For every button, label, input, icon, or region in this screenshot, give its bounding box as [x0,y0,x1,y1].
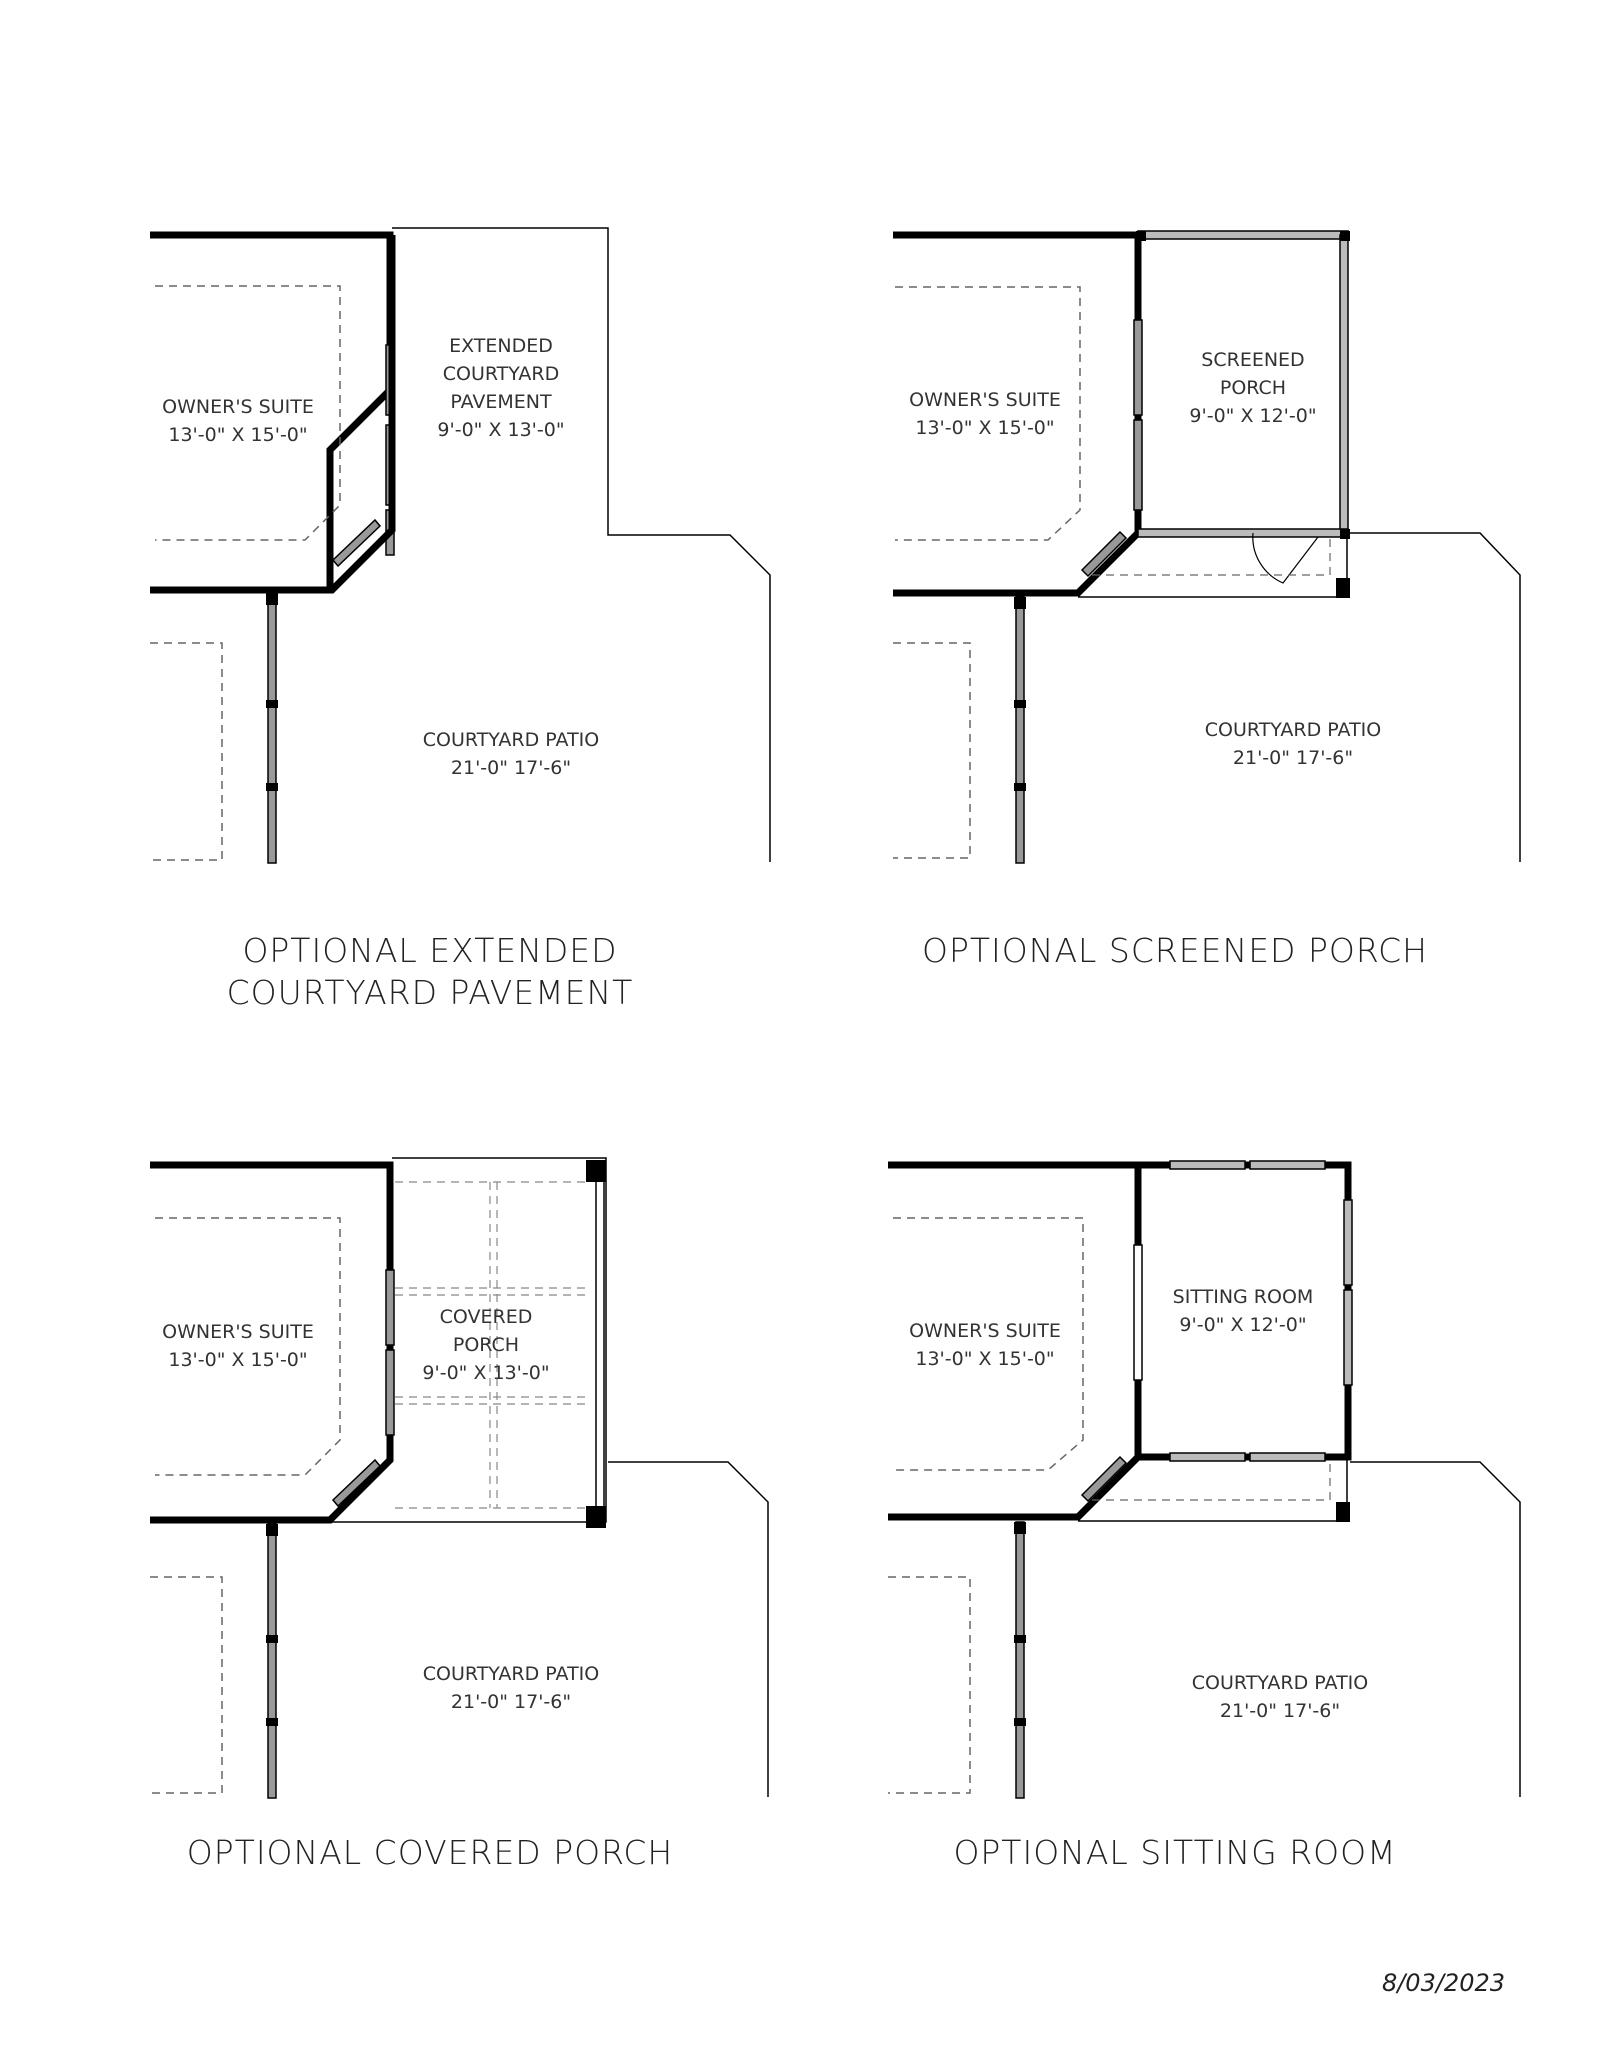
lower-room-dashed [893,642,971,859]
suite-dims: 13'-0" X 15'-0" [168,1349,307,1371]
screen-door-swing [1252,532,1319,584]
plan-screened-porch: OWNER'S SUITE 13'-0" X 15'-0" SCREENED P… [893,230,1521,864]
extended-pavement-outline [392,227,771,862]
sitting-room-windows [1169,1160,1353,1462]
plan-extended-courtyard-pavement: OWNER'S SUITE 13'-0" X 15'-0" EXTENDED C… [150,227,771,864]
option-room-line-2: COURTYARD [443,363,560,385]
suite-dims: 13'-0" X 15'-0" [915,417,1054,439]
suite-dashed-outline [155,1217,341,1476]
option-room-line-1: COVERED [440,1306,533,1328]
patio-dims: 21'-0" 17'-6" [451,1691,571,1713]
option-room-dims: 9'-0" X 13'-0" [422,1362,549,1384]
option-room-dims: 9'-0" X 12'-0" [1179,1314,1306,1336]
porch-beam-grid [395,1181,586,1509]
patio-dims: 21'-0" 17'-6" [1233,747,1353,769]
caption-screened-porch: OPTIONAL SCREENED PORCH [922,931,1428,970]
caption-sitting-room: OPTIONAL SITTING ROOM [953,1833,1397,1872]
patio-dims: 21'-0" 17'-6" [451,757,571,779]
patio-label: COURTYARD PATIO [1205,719,1381,741]
patio-outline [1350,1461,1521,1797]
plan-sitting-room: OWNER'S SUITE 13'-0" X 15'-0" SITTING RO… [888,1160,1521,1799]
suite-dims: 13'-0" X 15'-0" [915,1348,1054,1370]
option-room-line-3: PAVEMENT [450,391,552,413]
suite-label: OWNER'S SUITE [162,1321,314,1343]
lower-wall-window [1015,596,1025,864]
sitting-room-walls [1138,1161,1352,1461]
suite-windows [1133,1244,1143,1381]
option-room-line-1: SCREENED [1201,349,1304,371]
option-room-line-1: SITTING ROOM [1173,1286,1314,1308]
patio-label: COURTYARD PATIO [423,1663,599,1685]
suite-windows [331,1269,395,1508]
drawing-date: 8/03/2023 [1381,1969,1505,1997]
suite-dashed-outline [893,1217,1084,1471]
suite-wall-lower [150,235,396,594]
suite-wall [150,1161,394,1524]
patio-dims: 21'-0" 17'-6" [1220,1700,1340,1722]
option-room-dims: 9'-0" X 12'-0" [1189,405,1316,427]
suite-label: OWNER'S SUITE [909,1320,1061,1342]
plan-covered-porch: OWNER'S SUITE 13'-0" X 15'-0" COVERED PO… [150,1157,769,1799]
lower-wall-window [267,592,277,864]
patio-label: COURTYARD PATIO [423,729,599,751]
covered-porch-outline [332,1157,607,1523]
suite-label: OWNER'S SUITE [162,396,314,418]
option-room-line-1: EXTENDED [449,335,553,357]
option-room-line-2: PORCH [453,1334,519,1356]
lower-room-dashed [150,1576,223,1794]
suite-windows [1080,319,1143,578]
caption-extended-courtyard-pavement: OPTIONAL EXTENDED COURTYARD PAVEMENT [226,931,634,1012]
suite-dims: 13'-0" X 15'-0" [168,424,307,446]
option-room-line-2: PORCH [1220,377,1286,399]
lower-room-dashed [888,1576,971,1794]
suite-label: OWNER'S SUITE [909,389,1061,411]
patio-label: COURTYARD PATIO [1192,1672,1368,1694]
suite-wall [893,231,1142,597]
suite-dashed-outline [895,286,1081,541]
lower-room-dashed [150,642,223,861]
option-room-dims: 9'-0" X 13'-0" [437,419,564,441]
patio-outline [608,1461,769,1797]
caption-covered-porch: OPTIONAL COVERED PORCH [186,1833,674,1872]
patio-outline [1350,532,1521,862]
lower-wall-window [267,1523,277,1799]
lower-wall-window [1015,1521,1025,1799]
